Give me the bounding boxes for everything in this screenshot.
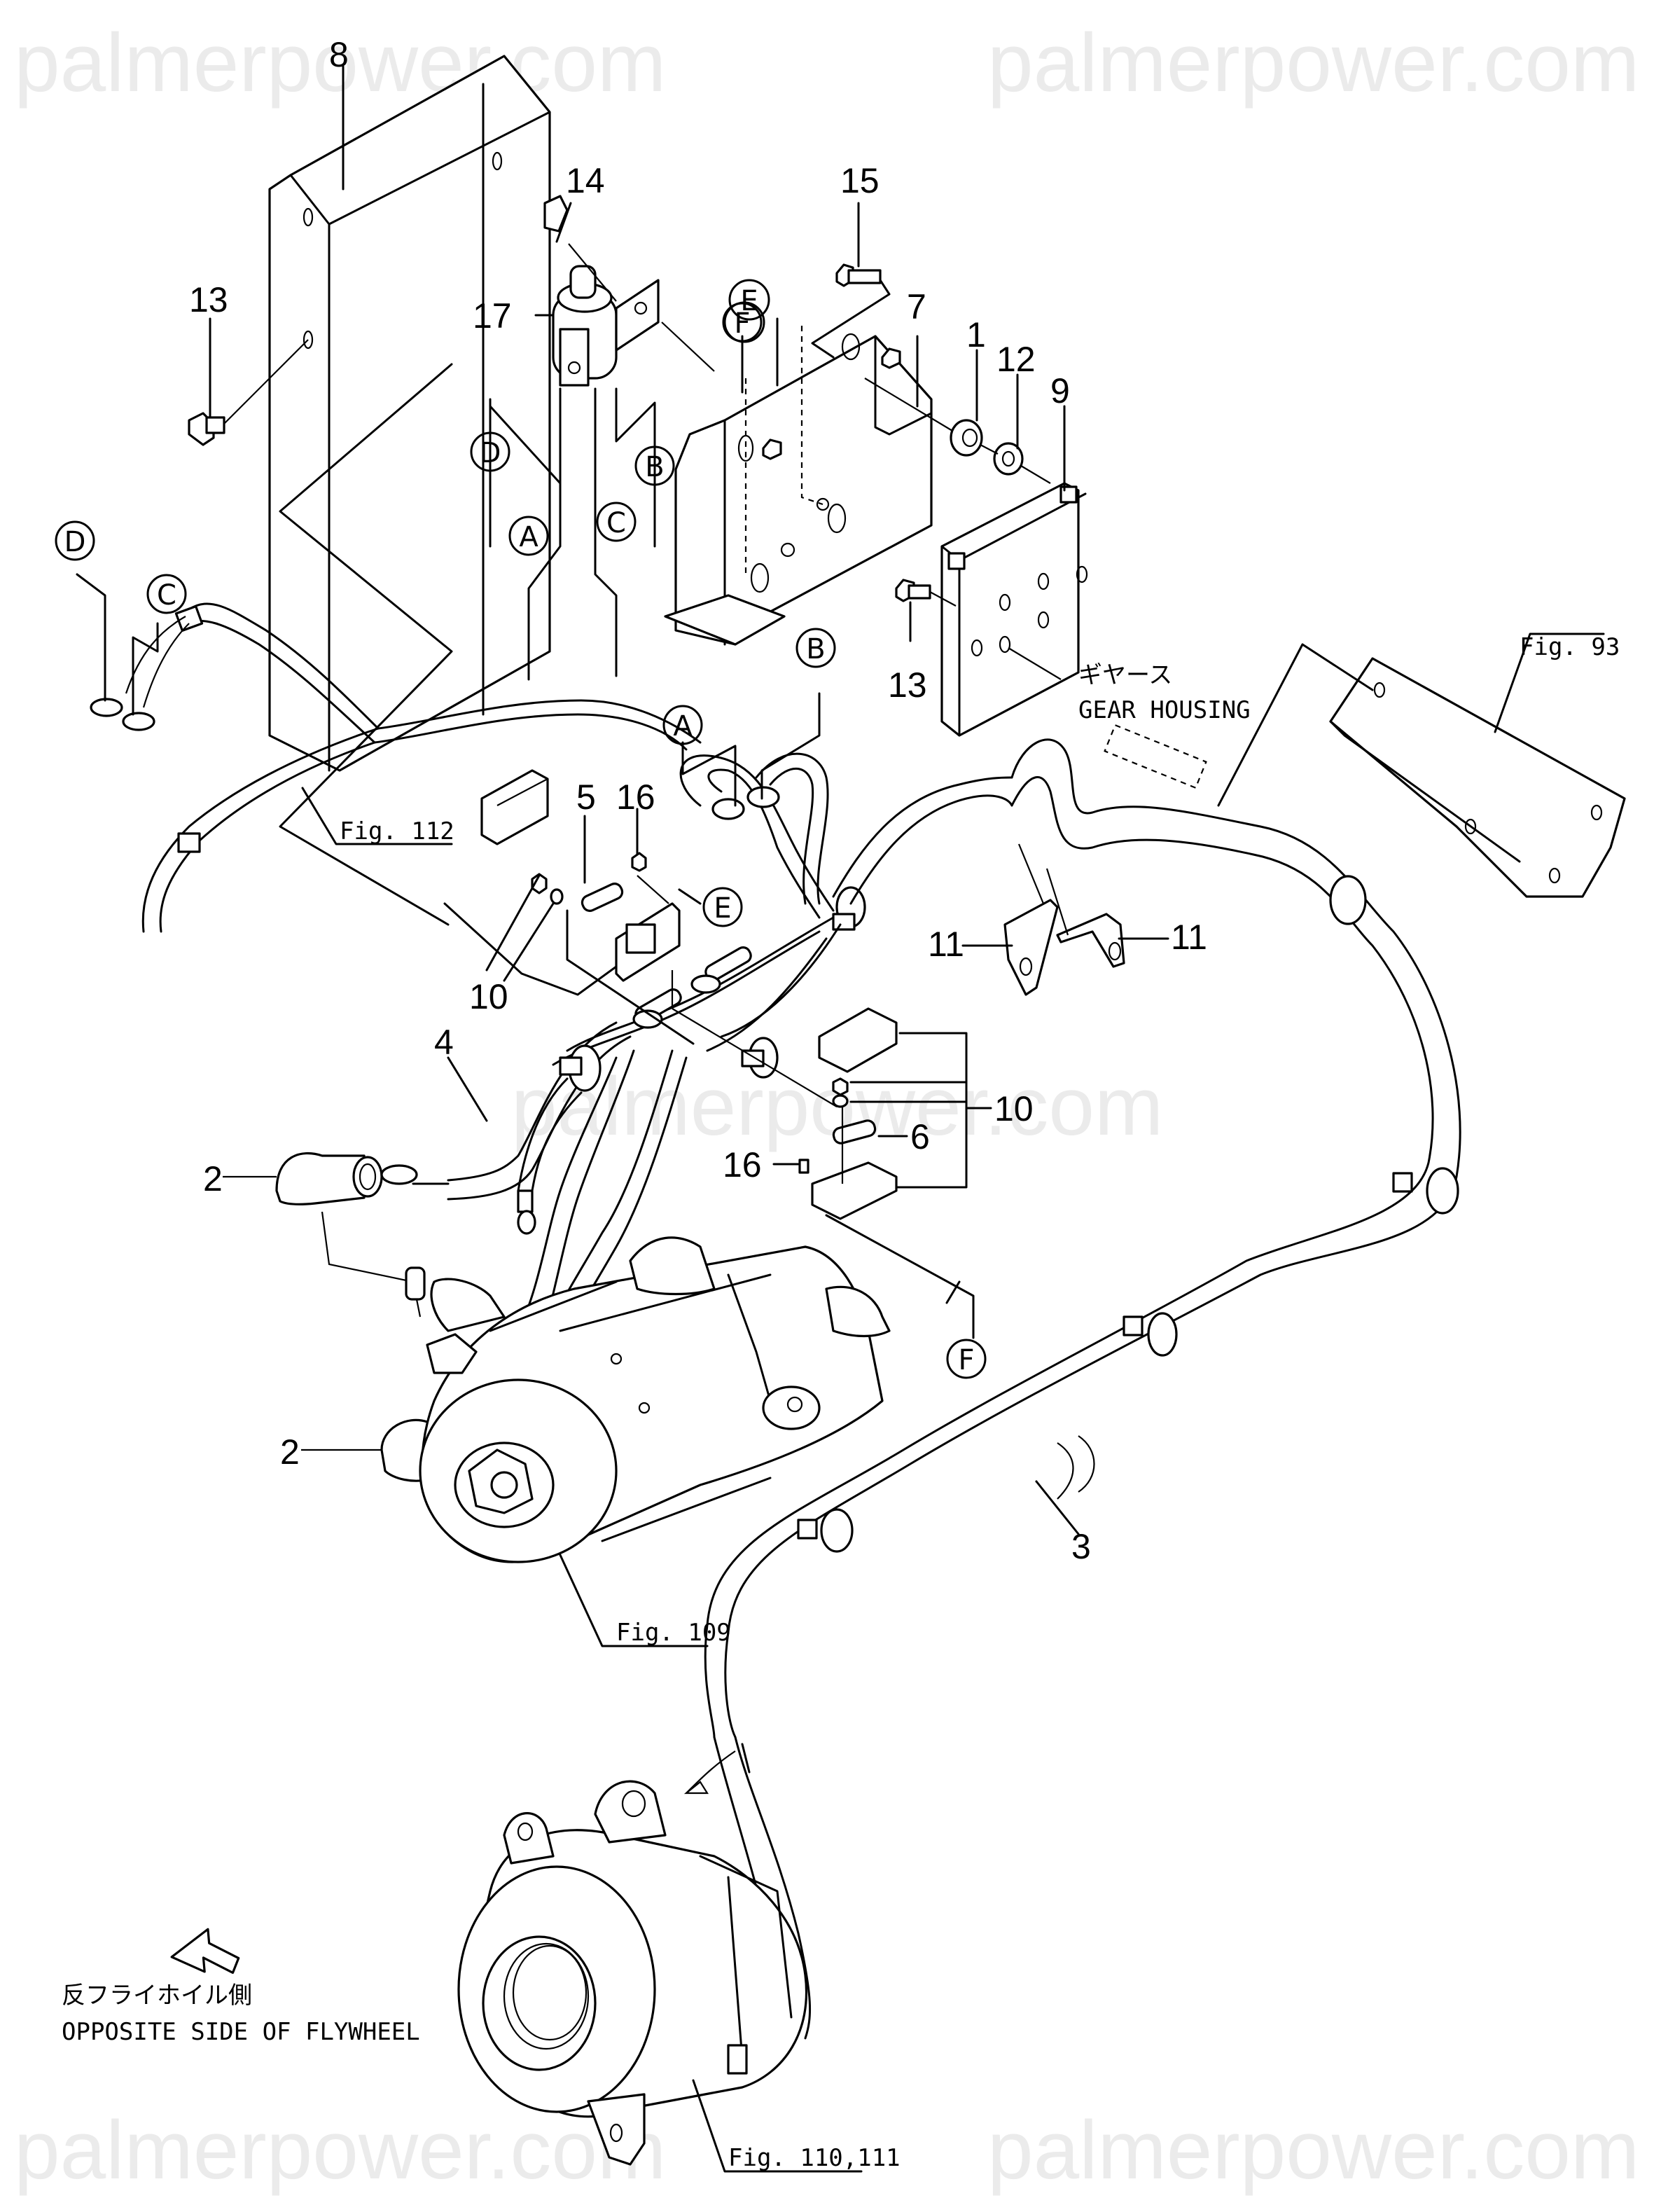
callout-13: 13 [888, 665, 927, 705]
callout-7: 7 [907, 287, 926, 326]
leader-line [1217, 643, 1374, 807]
bolt-part-13 [188, 339, 309, 446]
svg-text:C: C [157, 579, 176, 611]
callout-12: 12 [996, 340, 1036, 379]
svg-text:E: E [740, 285, 758, 317]
leader-line [825, 1214, 975, 1339]
callout-17: 17 [473, 296, 512, 336]
callout-2: 2 [203, 1159, 223, 1198]
connector-D: D [55, 520, 95, 561]
spacer-part-1 [864, 378, 983, 457]
leader-line [76, 573, 106, 702]
callout-11: 11 [1171, 918, 1207, 957]
connector-E: E [702, 887, 743, 927]
connector-C: C [146, 574, 187, 614]
callout-13: 13 [189, 280, 228, 319]
connector-A: A [662, 705, 703, 745]
callout-11: 11 [928, 925, 964, 964]
connector-F: F [722, 302, 763, 343]
svg-text:C: C [606, 507, 626, 539]
callout-1: 1 [966, 315, 986, 354]
callout-9: 9 [1050, 371, 1070, 410]
leader-line [447, 1056, 488, 1122]
harness-part-3 [683, 724, 1461, 2040]
bolt-part-15 [811, 263, 891, 359]
callout-16: 16 [723, 1145, 762, 1184]
callout-6: 6 [910, 1117, 930, 1156]
fig-ref-109[interactable]: Fig. 109 [616, 1619, 731, 1647]
leader-line [559, 1554, 709, 1647]
leader-line [1494, 633, 1605, 733]
gear-housing-label-jp: ギヤース [1078, 661, 1172, 689]
svg-text:F: F [958, 1344, 974, 1376]
connector-E: E [728, 279, 770, 321]
gear-housing-label-en: GEAR HOUSING [1078, 696, 1251, 724]
plate-part-9 [940, 482, 1088, 737]
callout-2: 2 [280, 1432, 300, 1472]
svg-text:A: A [673, 710, 693, 742]
relay-part-17 [543, 195, 715, 387]
callout-3: 3 [1071, 1527, 1091, 1566]
svg-text:E: E [714, 892, 731, 925]
fuse-holder-lower [798, 1007, 898, 1220]
starter-motor [405, 1236, 891, 1563]
opposite-side-label-en: OPPOSITE SIDE OF FLYWHEEL [62, 2018, 420, 2046]
callout-16: 16 [616, 777, 655, 817]
leader-line [301, 787, 453, 845]
leader-line [692, 2079, 863, 2173]
svg-text:A: A [519, 521, 538, 553]
fuse-holder-upper [480, 769, 681, 982]
connector-D: D [470, 431, 510, 472]
bracket-part-8 [268, 55, 551, 926]
callout-10: 10 [994, 1089, 1034, 1128]
alternator [457, 1780, 808, 2166]
bracket-part-7 [664, 326, 933, 646]
callout-10: 10 [469, 977, 508, 1016]
direction-arrow-icon [170, 1928, 240, 1974]
leader-line [132, 622, 159, 716]
fig-ref-112[interactable]: Fig. 112 [340, 817, 454, 845]
svg-text:B: B [806, 633, 825, 665]
bracket-fig-93 [1329, 657, 1626, 898]
grommet-part-12 [980, 442, 1051, 484]
svg-text:F: F [734, 307, 750, 340]
leader-line [1035, 1480, 1080, 1535]
svg-text:D: D [480, 437, 501, 469]
opposite-side-label-jp: 反フライホイル側 [62, 1982, 252, 2010]
svg-text:B: B [645, 451, 664, 483]
connector-A: A [508, 516, 549, 556]
watermark: palmerpower.com [14, 17, 666, 109]
svg-text:D: D [64, 526, 86, 558]
callout-5: 5 [576, 777, 596, 817]
clamp-part-11 [1003, 843, 1125, 996]
watermark: palmerpower.com [987, 2104, 1639, 2197]
cable-part-4 [380, 1021, 688, 1381]
watermark: palmerpower.com [14, 2104, 666, 2197]
connector-F: F [946, 1339, 987, 1379]
callout-15: 15 [840, 161, 880, 200]
callout-4: 4 [434, 1023, 454, 1062]
leader-line [895, 1032, 968, 1189]
cable-lugs [632, 946, 837, 1107]
fig-ref-93[interactable]: Fig. 93 [1520, 633, 1620, 661]
connector-B: B [795, 628, 836, 668]
callout-8: 8 [329, 35, 349, 74]
connector-C: C [596, 502, 637, 542]
bolt-part-13 [895, 579, 957, 607]
callout-14: 14 [566, 161, 605, 200]
fig-ref-110-111[interactable]: Fig. 110,111 [728, 2144, 901, 2172]
watermark: palmerpower.com [987, 17, 1639, 109]
connector-B: B [634, 445, 675, 486]
